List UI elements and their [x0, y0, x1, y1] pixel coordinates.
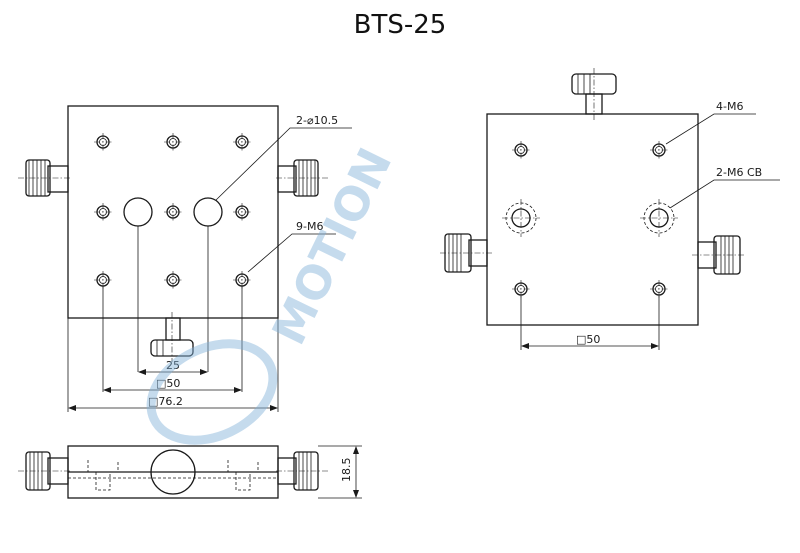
right-knob-front-view: [276, 451, 328, 491]
lock-screw-top-view: [150, 312, 194, 362]
m6-hole: [512, 141, 530, 159]
right-knob-side-view: [692, 235, 746, 275]
m6-hole: [94, 133, 112, 151]
watermark-text: MOTION: [261, 140, 402, 353]
m6-hole: [650, 280, 668, 298]
drawing-title: BTS-25: [353, 10, 447, 40]
cb-hole-left: [502, 199, 540, 237]
bore-hole-left: [123, 197, 153, 227]
dim-50-front-label: □50: [156, 377, 180, 390]
cb-hole-right: [640, 199, 678, 237]
m6-hole: [650, 141, 668, 159]
watermark-logo-ring: [146, 339, 278, 445]
leader-top-threads: [247, 233, 336, 273]
top-knob-side-view: [571, 68, 617, 120]
leader-side-threads: [665, 113, 756, 145]
left-knob-front-view: [18, 451, 70, 491]
cb-threads-label: 2-M6 CB: [716, 166, 762, 179]
front-view: 18.5: [18, 445, 362, 499]
side-view: □50 4-M6 2-M6 CB: [440, 68, 780, 350]
m6-hole: [94, 203, 112, 221]
left-knob-top-view: [18, 159, 70, 197]
center-knob-front: [150, 449, 196, 495]
top-view: 25 □50 □76.2 2-⌀10.5 9-M6: [18, 105, 352, 412]
side-threads-label: 4-M6: [716, 100, 743, 113]
right-knob-top-view: [276, 159, 328, 197]
top-threads-label: 9-M6: [296, 220, 323, 233]
dim-76-label: □76.2: [148, 395, 183, 408]
m6-hole-grid: [94, 133, 251, 289]
left-knob-side-view: [440, 233, 494, 273]
dim-25-label: 25: [166, 359, 180, 372]
m6-hole: [512, 280, 530, 298]
bore-holes-label: 2-⌀10.5: [296, 114, 338, 127]
bore-hole-right: [193, 197, 223, 227]
side-m6-holes: [512, 141, 668, 298]
watermark: MOTION: [146, 140, 402, 445]
leader-cb-threads: [669, 179, 780, 209]
m6-hole: [164, 271, 182, 289]
m6-hole: [164, 133, 182, 151]
hidden-pockets: [87, 460, 259, 491]
dim-height-label: 18.5: [340, 458, 353, 483]
m6-hole: [233, 133, 251, 151]
m6-hole: [233, 203, 251, 221]
stage-plate-side: [486, 113, 699, 326]
dim-50-side-label: □50: [576, 333, 600, 346]
leader-bore: [215, 127, 352, 201]
m6-hole: [164, 203, 182, 221]
